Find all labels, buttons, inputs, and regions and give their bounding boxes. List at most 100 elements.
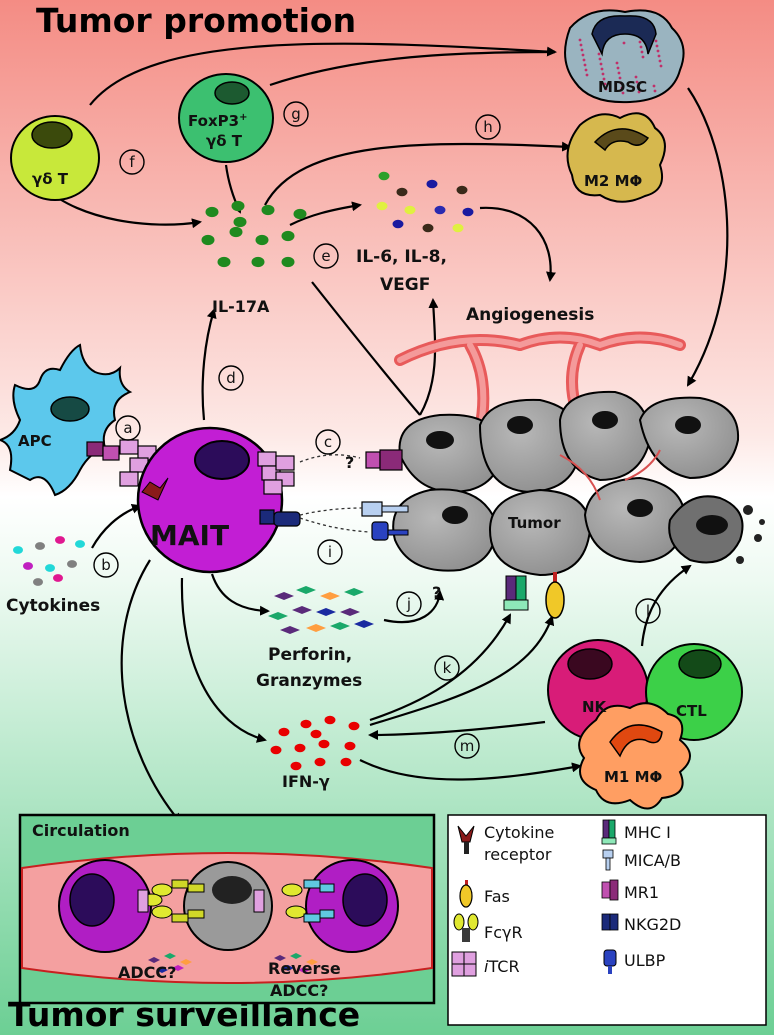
tumor-mass bbox=[392, 390, 744, 577]
apoptotic-fragments bbox=[736, 505, 765, 564]
foxp3-gd-label: γδ T bbox=[206, 132, 243, 150]
il6-dot bbox=[392, 219, 404, 229]
reverse-adcc-line2: ADCC? bbox=[270, 981, 328, 1000]
cytokine-dot bbox=[75, 540, 85, 548]
granzyme-diamond bbox=[268, 612, 288, 620]
il6-dot bbox=[452, 223, 464, 233]
step-circle-i bbox=[317, 539, 343, 565]
legend-cytokine-receptor-label-line2: receptor bbox=[484, 845, 552, 864]
legend-mr1-icon bbox=[601, 879, 619, 901]
granzyme-diamond bbox=[316, 608, 336, 616]
il17a-dot bbox=[231, 200, 245, 212]
mait-cytokine-receptor-icon bbox=[141, 477, 169, 501]
il6-dot bbox=[462, 207, 474, 217]
gd-t-cell: γδ T bbox=[10, 115, 100, 201]
cytokine-dots bbox=[13, 536, 85, 586]
step-label-f: f bbox=[129, 153, 135, 171]
cytokine-dot bbox=[33, 578, 43, 586]
mdsc-label: MDSC bbox=[598, 78, 647, 96]
reverse-adcc-line1: Reverse bbox=[268, 959, 341, 978]
step-circle-f bbox=[119, 149, 145, 175]
granzyme-diamond bbox=[292, 606, 312, 614]
ifng-dot bbox=[294, 743, 306, 753]
il6-label-line1: IL-6, IL-8, bbox=[356, 247, 447, 267]
tumor-nuclei bbox=[426, 411, 728, 535]
m1-label: M1 MΦ bbox=[604, 768, 662, 786]
step-circle-b bbox=[93, 552, 119, 578]
tumor-fas bbox=[545, 572, 565, 619]
step-label-i: i bbox=[328, 543, 332, 561]
step-circle-g bbox=[283, 101, 309, 127]
il17a-dot bbox=[217, 256, 231, 268]
step-label-c: c bbox=[324, 433, 332, 451]
legend-mr1-label: MR1 bbox=[624, 883, 659, 902]
legend-ulbp-icon bbox=[603, 949, 617, 974]
legend-fcgr-label: FcγR bbox=[484, 923, 523, 942]
mait-nkg2d bbox=[259, 509, 301, 527]
cytokine-dot bbox=[23, 562, 33, 570]
step-label-b: b bbox=[101, 556, 111, 574]
arrows bbox=[44, 42, 729, 824]
ifng-dot bbox=[340, 757, 352, 767]
question-mark-j: ? bbox=[432, 583, 441, 602]
perforin-label-line1: Perforin, bbox=[268, 645, 352, 665]
tumor-mica-ulbp bbox=[361, 501, 409, 541]
legend-nkg2d-icon bbox=[601, 913, 619, 931]
legend-itcr-label: iTCR bbox=[484, 957, 520, 976]
il6-dot bbox=[434, 205, 446, 215]
step-label-m: m bbox=[460, 737, 475, 755]
step-circle-h bbox=[475, 114, 501, 140]
step-label-d: d bbox=[226, 369, 236, 387]
step-label-h: h bbox=[483, 118, 493, 136]
apc-cell: APC bbox=[0, 343, 133, 497]
legend-fas-label: Fas bbox=[484, 887, 510, 906]
il17a-dots bbox=[201, 200, 307, 268]
mait-cell: MAIT bbox=[136, 426, 284, 574]
legend-itcr-icon bbox=[451, 951, 477, 977]
cytokine-dot bbox=[55, 536, 65, 544]
ctl-label: CTL bbox=[676, 702, 707, 720]
il17a-dot bbox=[251, 256, 265, 268]
tumor-promotion-title: Tumor promotion bbox=[36, 1, 356, 40]
step-circle-e bbox=[313, 243, 339, 269]
step-label-l: l bbox=[646, 602, 650, 620]
circulation-inset: Circulation A bbox=[18, 813, 436, 1005]
tumor-mr1 bbox=[365, 449, 403, 471]
legend-cytokine-receptor-label-line1: Cytokine bbox=[484, 823, 554, 842]
ifng-dot bbox=[290, 761, 302, 771]
ifng-dot bbox=[300, 719, 312, 729]
tumor-mhc-i bbox=[503, 575, 529, 611]
foxp3-gd-t-cell: FoxP3+ γδ T bbox=[178, 73, 274, 163]
tumor-label: Tumor bbox=[508, 514, 561, 532]
cytokine-dot bbox=[53, 574, 63, 582]
il17a-dot bbox=[229, 226, 243, 238]
granzyme-diamond bbox=[354, 620, 374, 628]
legend-mica-b-label: MICA/B bbox=[624, 851, 681, 870]
il6-dots bbox=[376, 171, 474, 233]
ifng-dot bbox=[314, 757, 326, 767]
question-mark-c: ? bbox=[345, 453, 354, 472]
foxp3-label: FoxP3+ bbox=[188, 112, 247, 130]
cytokine-dot bbox=[35, 542, 45, 550]
step-label-a: a bbox=[123, 419, 132, 437]
cytokines-label: Cytokines bbox=[6, 596, 100, 616]
mait-itcr-right bbox=[257, 451, 295, 495]
legend: Cytokine receptor MHC I MICA/B Fas MR1 F… bbox=[447, 814, 767, 1026]
il6-dot bbox=[378, 171, 390, 181]
il17a-dot bbox=[261, 204, 275, 216]
granzyme-diamond bbox=[274, 592, 294, 600]
granzyme-diamond bbox=[280, 626, 300, 634]
granzyme-diamond bbox=[340, 608, 360, 616]
step-circle-m bbox=[454, 733, 480, 759]
m2-macrophage: M2 MΦ bbox=[566, 112, 666, 203]
legend-ulbp-label: ULBP bbox=[624, 951, 666, 970]
cytokine-dot bbox=[67, 560, 77, 568]
ifng-dot bbox=[344, 741, 356, 751]
il6-dot bbox=[456, 185, 468, 195]
il6-dot bbox=[376, 201, 388, 211]
il17a-dot bbox=[255, 234, 269, 246]
il17a-dot bbox=[233, 216, 247, 228]
cytokine-dot bbox=[45, 564, 55, 572]
granzyme-diamond bbox=[344, 588, 364, 596]
